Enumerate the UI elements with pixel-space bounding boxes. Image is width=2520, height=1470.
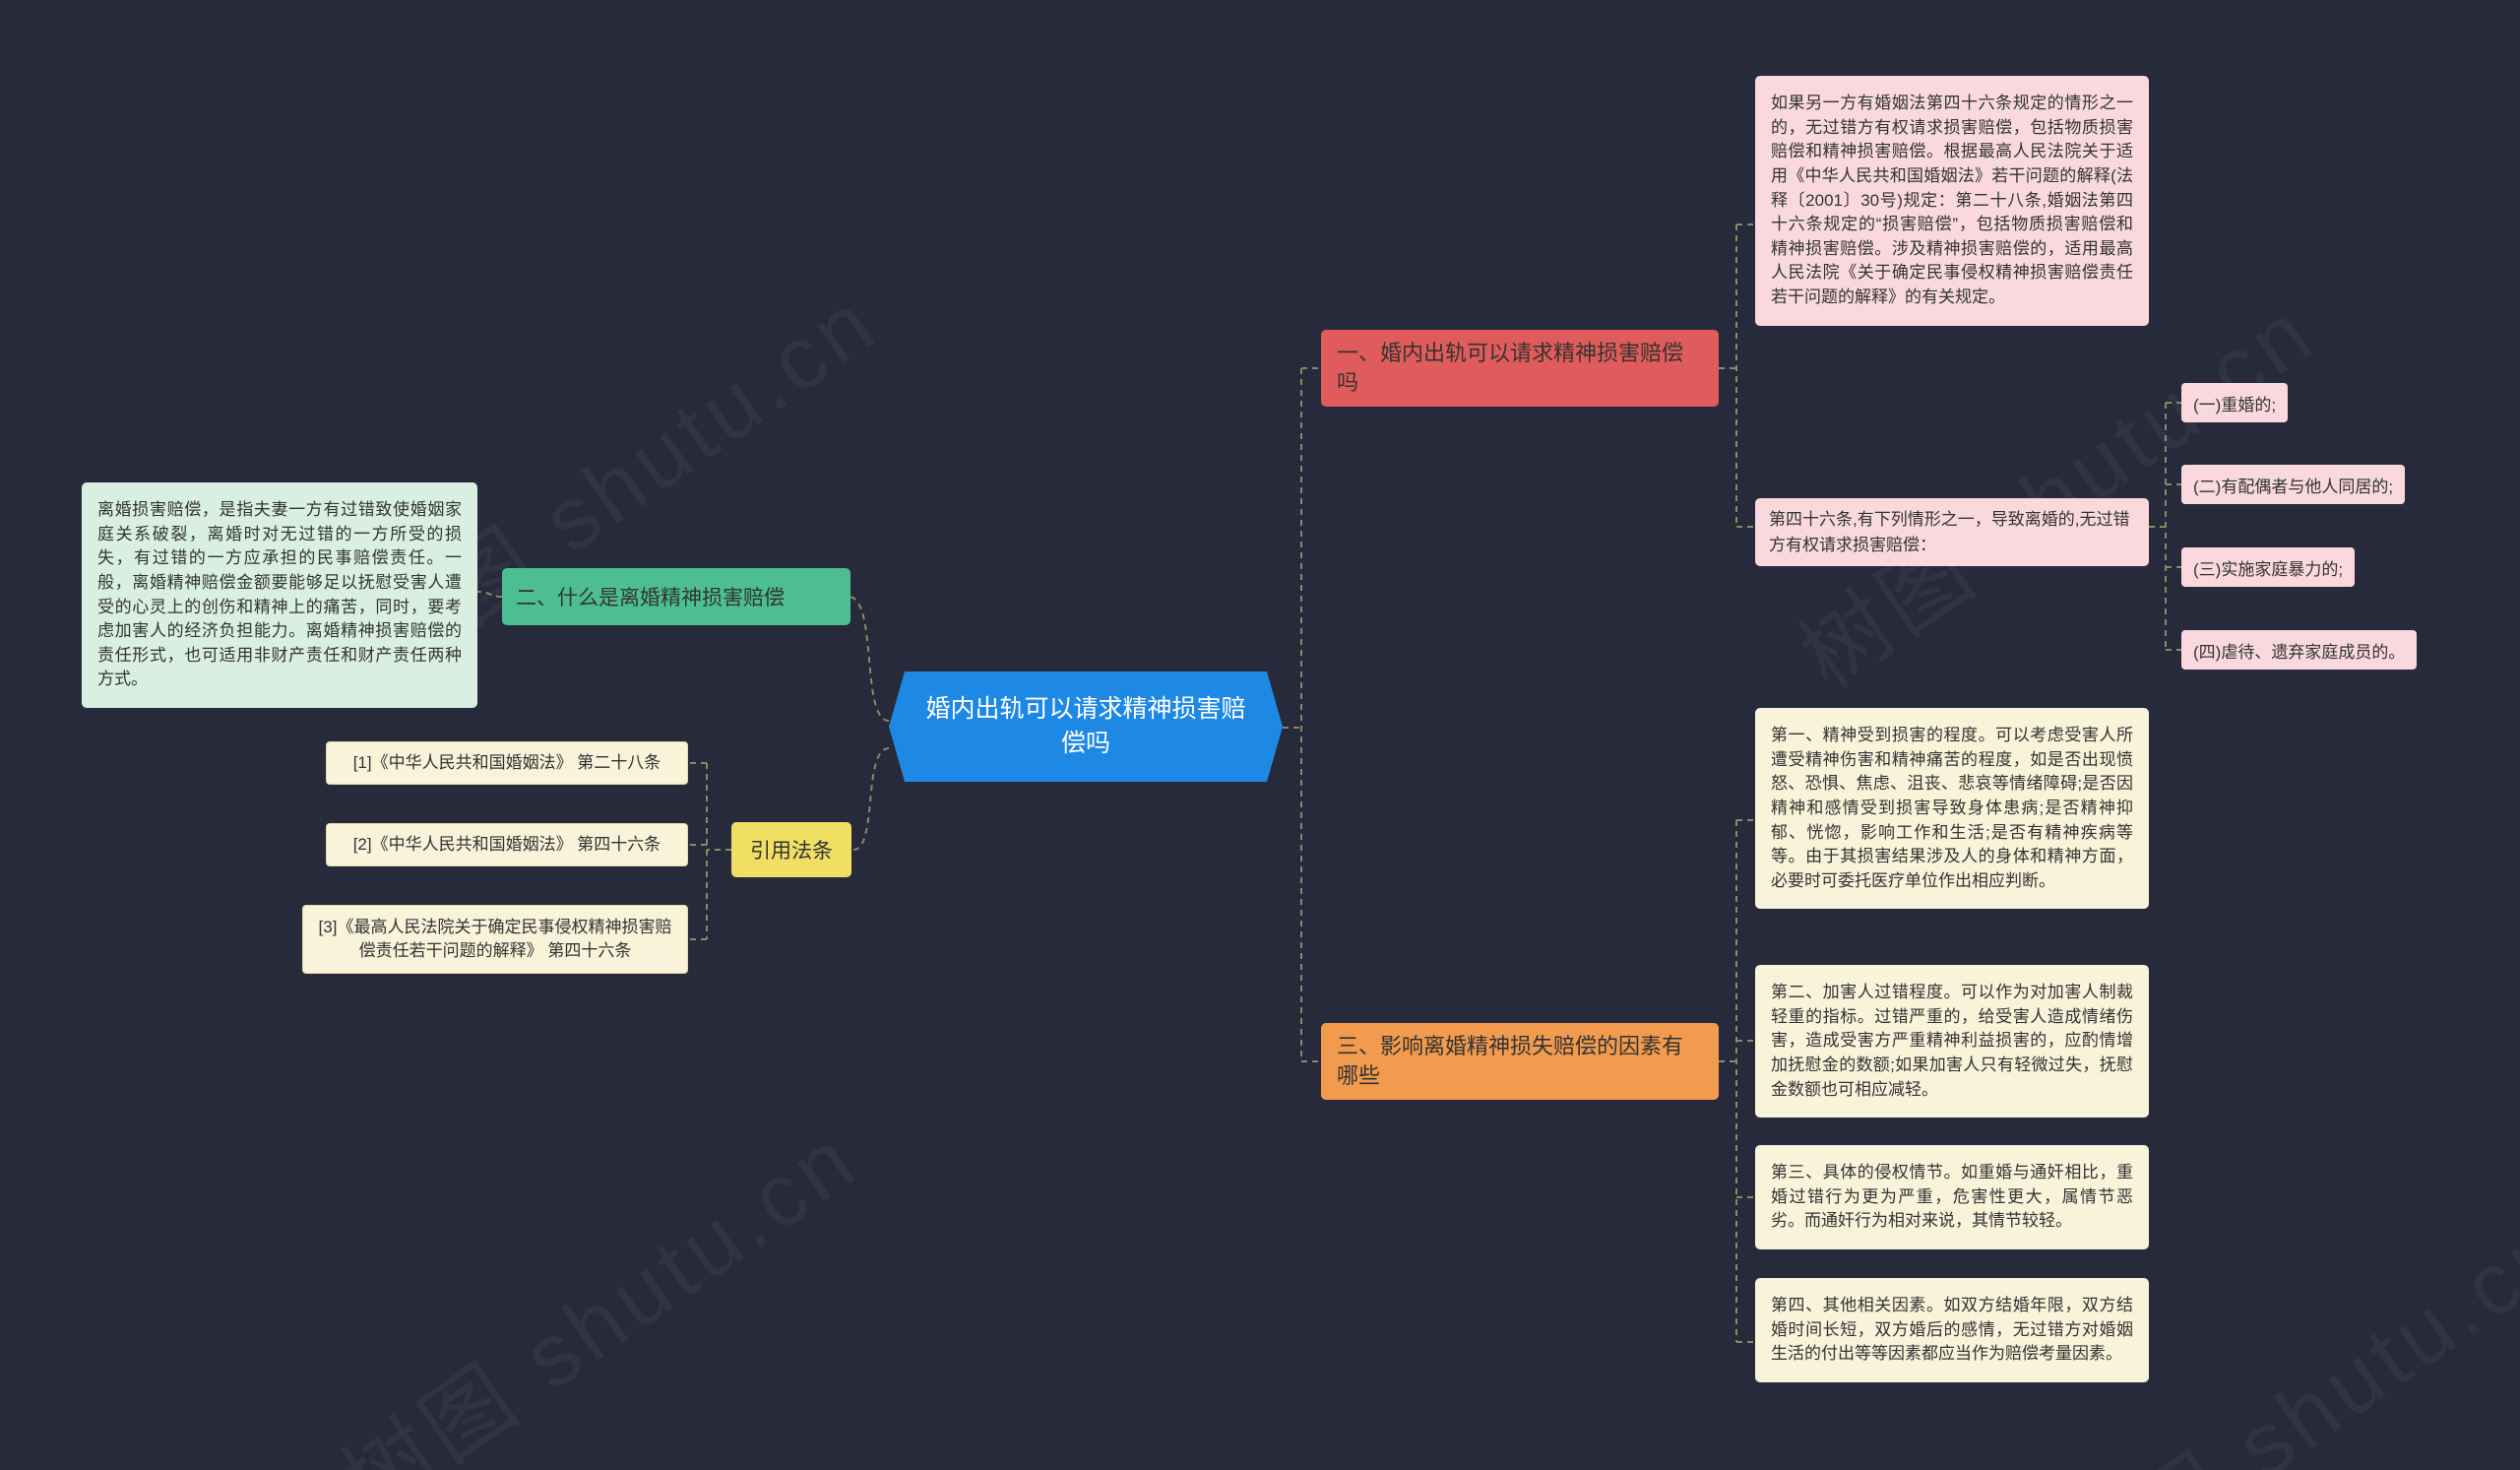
article46-item-4[interactable]: (四)虐待、遗弃家庭成员的。 xyxy=(2181,630,2418,670)
citation-item-1[interactable]: [1]《中华人民共和国婚姻法》 第二十八条 xyxy=(326,741,688,785)
q1-header-node[interactable]: 一、婚内出轨可以请求精神损害赔偿吗 xyxy=(1321,330,1719,407)
citation-item-2[interactable]: [2]《中华人民共和国婚姻法》 第四十六条 xyxy=(326,823,688,866)
citations-header-node[interactable]: 引用法条 xyxy=(731,822,851,877)
definition-detail-node[interactable]: 离婚损害赔偿，是指夫妻一方有过错致使婚姻家庭关系破裂，离婚时对无过错的一方所受的… xyxy=(82,482,477,709)
connector-q1-trunk xyxy=(1719,224,1755,528)
connector-q3-trunk xyxy=(1719,819,1755,1343)
factor-item-4[interactable]: 第四、其他相关因素。如双方结婚年限，双方结婚时间长短，双方婚后的感情，无过错方对… xyxy=(1755,1278,2149,1382)
article46-item-2[interactable]: (二)有配偶者与他人同居的; xyxy=(2181,465,2406,504)
connector-center-to-definition xyxy=(848,596,890,722)
connector-citations-trunk xyxy=(689,762,731,940)
article-46-node[interactable]: 第四十六条,有下列情形之一，导致离婚的,无过错方有权请求损害赔偿： xyxy=(1755,498,2149,566)
connector-center-to-right-trunk xyxy=(1283,367,1321,1062)
article46-item-3[interactable]: (三)实施家庭暴力的; xyxy=(2181,547,2356,587)
q1-detail-node[interactable]: 如果另一方有婚姻法第四十六条规定的情形之一的，无过错方有权请求损害赔偿，包括物质… xyxy=(1755,76,2149,326)
article46-item-1[interactable]: (一)重婚的; xyxy=(2181,383,2289,422)
factor-item-1[interactable]: 第一、精神受到损害的程度。可以考虑受害人所遭受精神伤害和精神痛苦的程度，如是否出… xyxy=(1755,708,2149,910)
connector-article46-trunk xyxy=(2149,402,2181,651)
factor-item-2[interactable]: 第二、加害人过错程度。可以作为对加害人制裁轻重的指标。过错严重的，给受害人造成情… xyxy=(1755,965,2149,1118)
citation-item-3[interactable]: [3]《最高人民法院关于确定民事侵权精神损害赔偿责任若干问题的解释》 第四十六条 xyxy=(302,905,688,974)
definition-header-node[interactable]: 二、什么是离婚精神损害赔偿 xyxy=(502,568,850,625)
q3-header-node[interactable]: 三、影响离婚精神损失赔偿的因素有哪些 xyxy=(1321,1023,1719,1100)
connector-definition-to-detail xyxy=(476,591,503,598)
factor-item-3[interactable]: 第三、具体的侵权情节。如重婚与通奸相比，重婚过错行为更为严重，危害性更大，属情节… xyxy=(1755,1145,2149,1249)
central-topic-node[interactable]: 婚内出轨可以请求精神损害赔偿吗 xyxy=(889,671,1283,782)
connector-center-to-citations xyxy=(852,747,890,851)
